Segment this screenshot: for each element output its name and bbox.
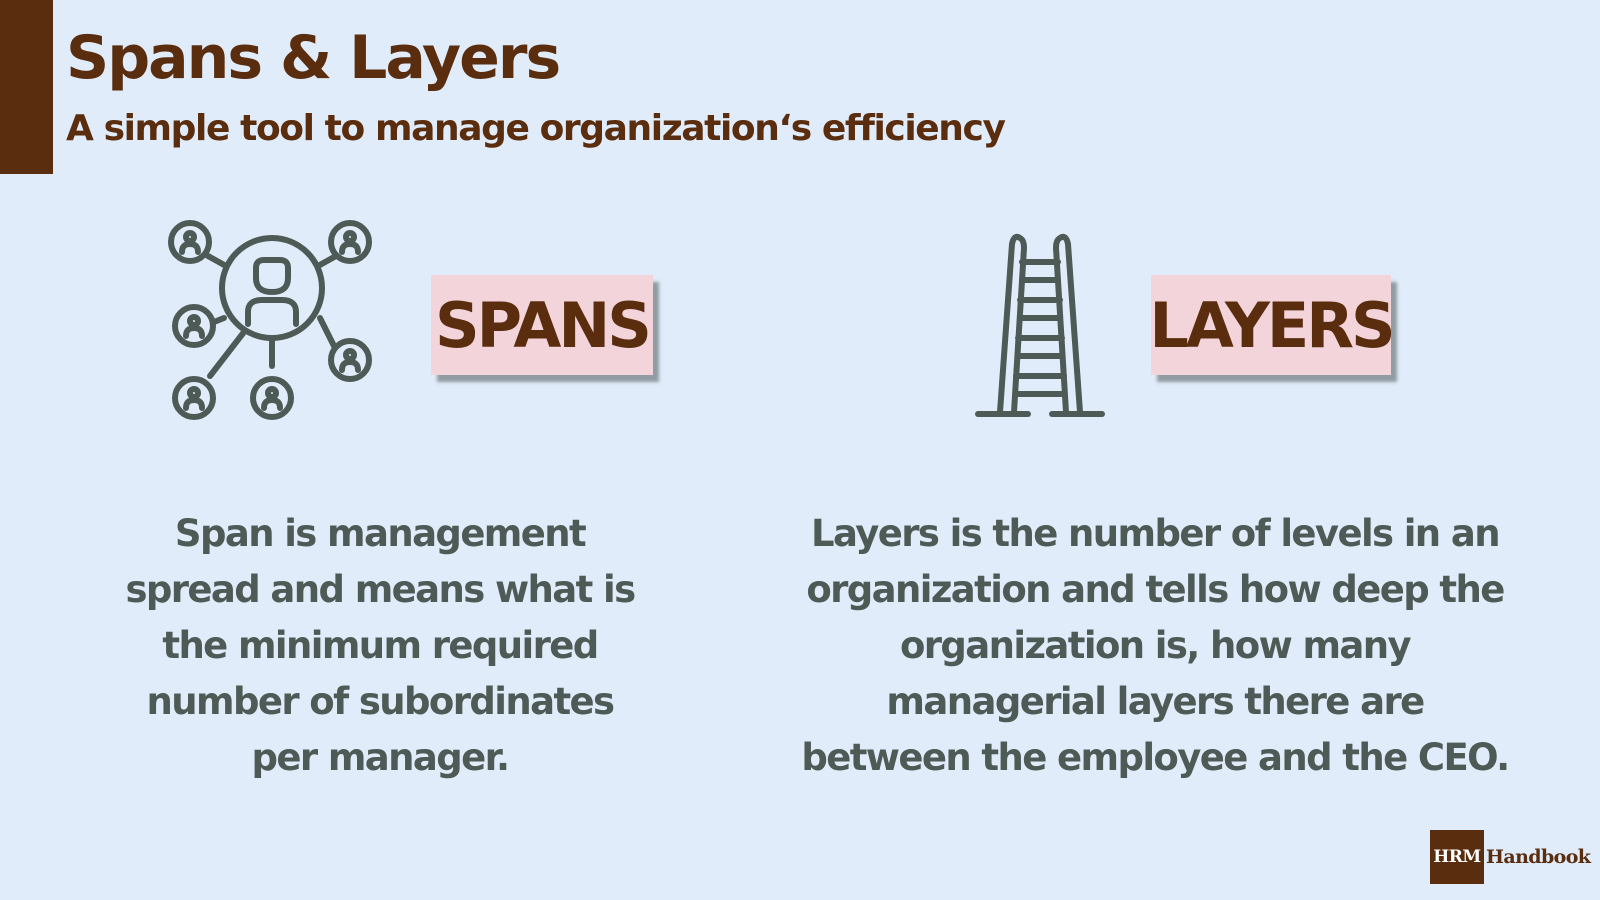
page-subtitle: A simple tool to manage organization‘s e…: [66, 108, 1006, 149]
logo-mark: HRM: [1430, 830, 1484, 884]
hrm-handbook-logo: HRM Handbook: [1430, 830, 1591, 884]
spans-description: Span is management spread and means what…: [125, 512, 636, 779]
org-network-icon: [168, 220, 372, 420]
page-title: Spans & Layers: [66, 23, 561, 93]
layers-label: LAYERS: [1149, 275, 1396, 375]
ladder-icon: [975, 233, 1105, 417]
layers-description: Layers is the number of levels in an org…: [801, 512, 1510, 779]
accent-bar: [0, 0, 53, 174]
spans-label: SPANS: [431, 275, 653, 375]
logo-text: Handbook: [1486, 846, 1591, 868]
